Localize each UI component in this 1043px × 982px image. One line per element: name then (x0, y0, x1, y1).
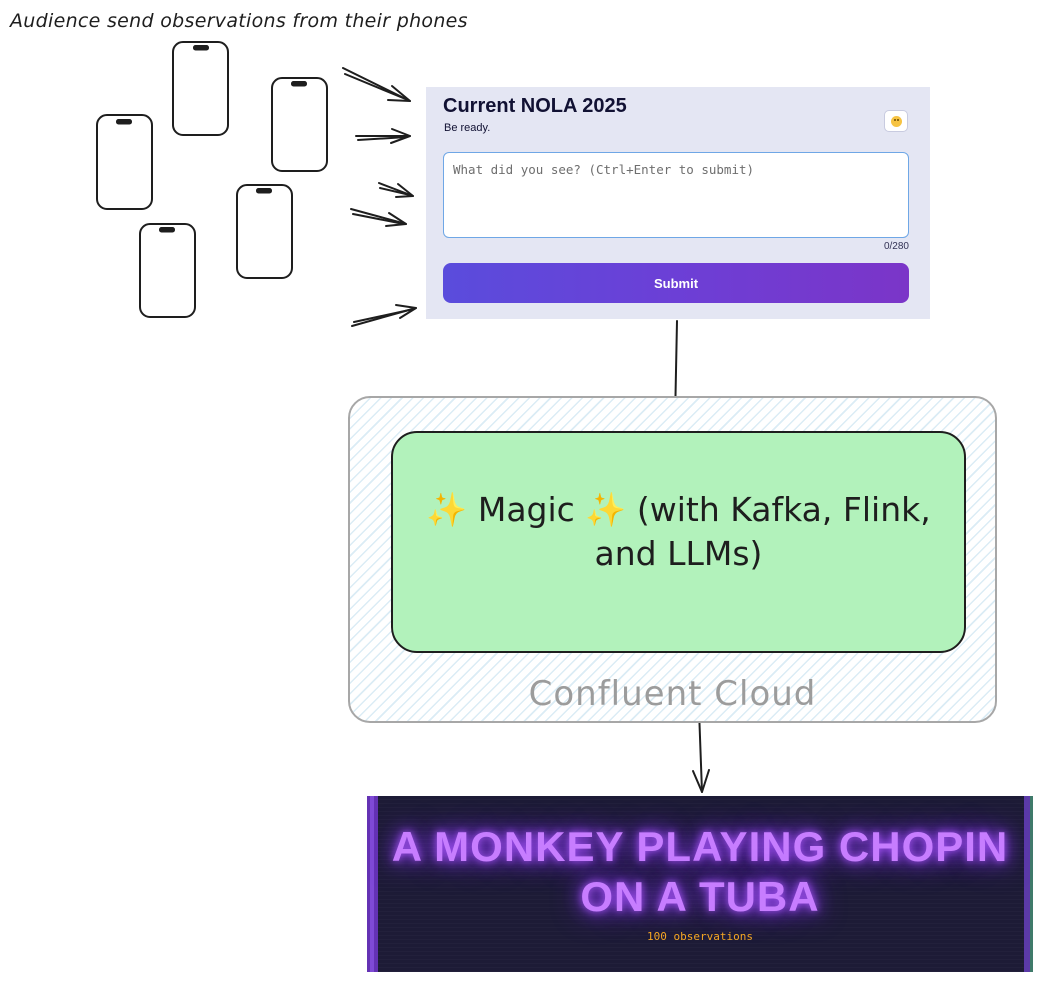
phone-icon (172, 41, 229, 136)
diagram-caption: Audience send observations from their ph… (10, 10, 468, 32)
arrow-icon (351, 304, 417, 327)
arrow-icon (342, 67, 411, 102)
observation-count: 100 observations (647, 930, 753, 943)
magic-label: ✨ Magic ✨ (with Kafka, Flink, and LLMs) (426, 490, 931, 573)
observation-form: Current NOLA 2025 Be ready. 0/280 Submit (426, 87, 930, 319)
arrow-icon (378, 182, 414, 198)
form-subtitle: Be ready. (444, 122, 491, 134)
emoji-button[interactable] (884, 110, 908, 132)
cloud-label: Confluent Cloud (528, 674, 817, 714)
smiley-face-icon (890, 115, 902, 127)
observation-input[interactable] (443, 152, 909, 238)
arrow-icon (350, 208, 407, 227)
char-counter: 0/280 (883, 241, 909, 252)
submit-button[interactable]: Submit (443, 263, 909, 303)
output-display: A MONKEY PLAYING CHOPIN ON A TUBA 100 ob… (367, 796, 1033, 972)
phone-icon (96, 114, 153, 210)
phone-icon (271, 77, 328, 172)
magic-processing-box: ✨ Magic ✨ (with Kafka, Flink, and LLMs) (391, 431, 966, 653)
phone-icon (236, 184, 293, 279)
display-headline: A MONKEY PLAYING CHOPIN ON A TUBA (391, 823, 1009, 920)
form-title: Current NOLA 2025 (443, 95, 627, 117)
display-edge-left (367, 796, 378, 972)
phone-icon (139, 223, 196, 318)
display-edge-right (1024, 796, 1033, 972)
arrow-icon (355, 128, 411, 144)
